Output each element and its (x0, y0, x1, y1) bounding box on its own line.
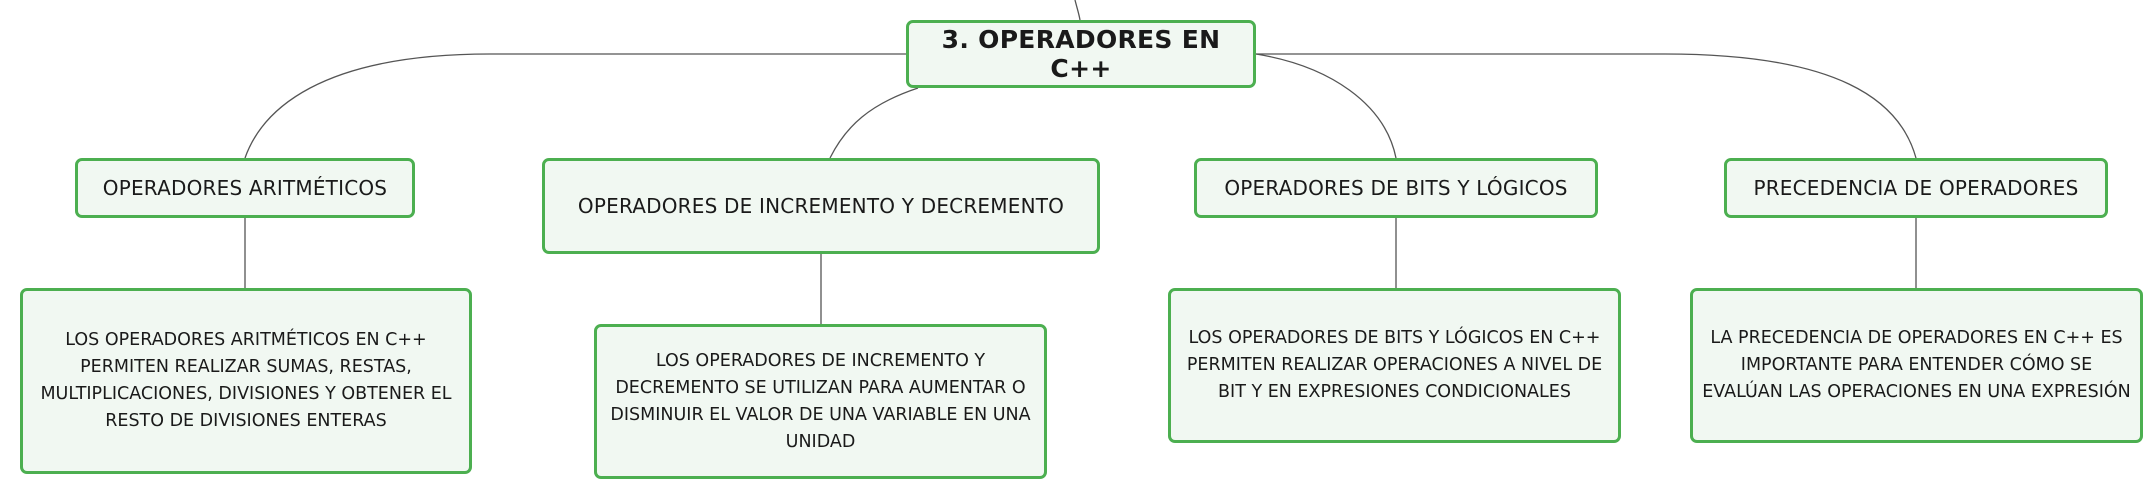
description-node-bits-logicos[interactable]: LOS OPERADORES DE BITS Y LÓGICOS EN C++ … (1168, 288, 1621, 443)
connector-root-topic-1 (244, 53, 906, 159)
description-node-aritmeticos[interactable]: LOS OPERADORES ARITMÉTICOS EN C++ PERMIT… (20, 288, 472, 474)
connector-root-topic-2 (829, 87, 919, 159)
description-node-precedencia[interactable]: LA PRECEDENCIA DE OPERADORES EN C++ ES I… (1690, 288, 2143, 443)
topic-node-precedencia[interactable]: PRECEDENCIA DE OPERADORES (1724, 158, 2108, 218)
topic-title: OPERADORES DE BITS Y LÓGICOS (1224, 176, 1568, 200)
connector-parent-root (1074, 0, 1081, 21)
topic-node-aritmeticos[interactable]: OPERADORES ARITMÉTICOS (75, 158, 415, 218)
description-text: LOS OPERADORES ARITMÉTICOS EN C++ PERMIT… (40, 330, 452, 431)
topic-node-incremento-decremento[interactable]: OPERADORES DE INCREMENTO Y DECREMENTO (542, 158, 1100, 254)
topic-title: OPERADORES ARITMÉTICOS (102, 176, 388, 200)
description-text: LA PRECEDENCIA DE OPERADORES EN C++ ES I… (1702, 328, 2131, 402)
topic-title: OPERADORES DE INCREMENTO Y DECREMENTO (577, 194, 1065, 218)
connector-root-topic-4 (1256, 53, 1917, 159)
description-text: LOS OPERADORES DE BITS Y LÓGICOS EN C++ … (1186, 328, 1603, 402)
root-title: 3. OPERADORES EN C++ (941, 25, 1221, 83)
topic-title: PRECEDENCIA DE OPERADORES (1753, 176, 2079, 200)
description-text: LOS OPERADORES DE INCREMENTO Y DECREMENT… (610, 350, 1031, 452)
description-node-incremento-decremento[interactable]: LOS OPERADORES DE INCREMENTO Y DECREMENT… (594, 324, 1047, 479)
root-node[interactable]: 3. OPERADORES EN C++ (906, 20, 1256, 88)
topic-node-bits-logicos[interactable]: OPERADORES DE BITS Y LÓGICOS (1194, 158, 1598, 218)
connector-root-topic-3 (1255, 53, 1397, 159)
